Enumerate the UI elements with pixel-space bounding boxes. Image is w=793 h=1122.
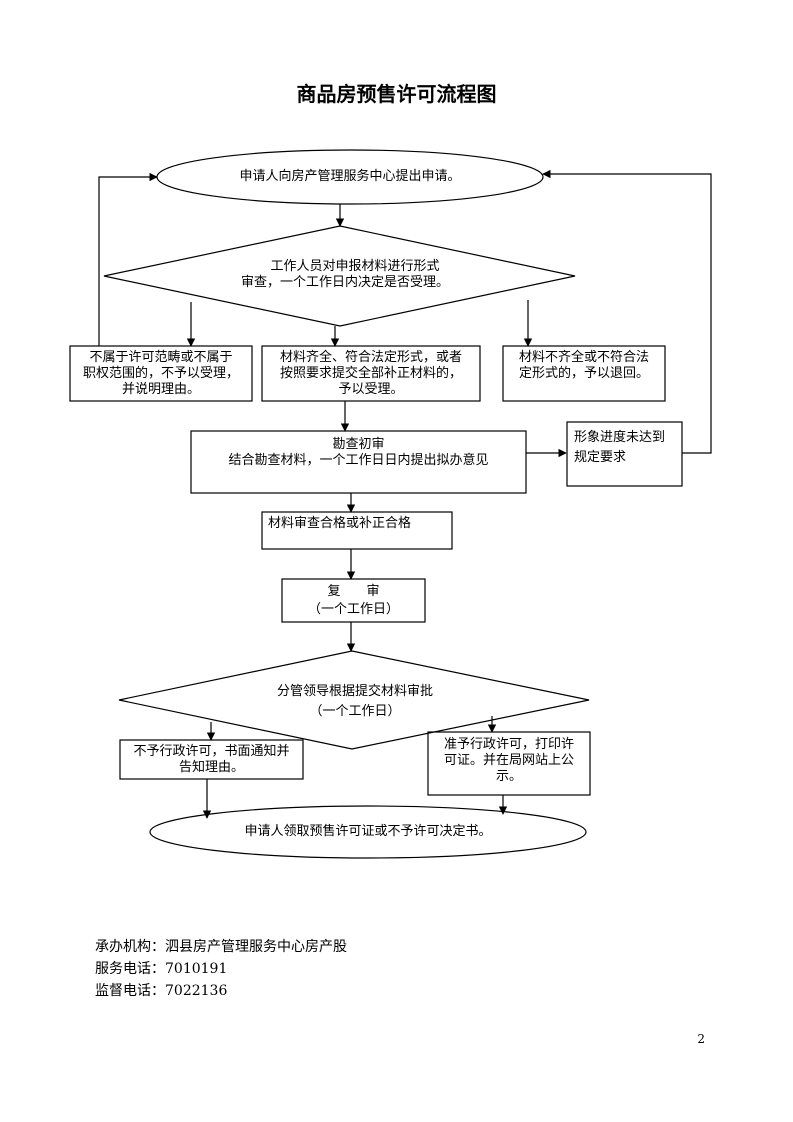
arrow-out-scope-return — [98, 172, 158, 346]
approve-line-1: 分管领导根据提交材料审批 — [276, 684, 433, 699]
grant-line-1: 准予行政许可，打印许 — [443, 737, 574, 752]
accept-line-3: 予以受理。 — [338, 382, 404, 397]
deny-line-1: 不予行政许可，书面通知并 — [133, 744, 290, 759]
grant-box — [427, 731, 591, 796]
service-phone-line: 服务电话：7010191 — [95, 961, 228, 977]
final-ellipse — [149, 805, 587, 859]
grant-line-3: 示。 — [495, 769, 522, 784]
review-line-1: 工作人员对申报材料进行形式 — [270, 259, 440, 274]
apply-text: 申请人向房产管理服务中心提出申请。 — [239, 169, 461, 184]
qualified-text: 材料审查合格或补正合格 — [268, 516, 412, 531]
out-scope-text: 不属于许可范畴或不属于 职权范围的，不予以受理， 并说明理由。 — [71, 350, 251, 398]
inspect-box — [190, 430, 527, 494]
recheck-line-1: 复 审 — [327, 584, 380, 599]
out-scope-line-1: 不属于许可范畴或不属于 — [89, 350, 233, 365]
reject-line-2: 定形式的，予以退回。 — [518, 366, 649, 381]
approve-text: 分管领导根据提交材料审批 （一个工作日） — [240, 682, 470, 722]
contact-info: 承办机构：泗县房产管理服务中心房产股 服务电话：7010191 监督电话：702… — [95, 936, 347, 1002]
review-diamond — [103, 225, 576, 327]
out-scope-line-3: 并说明理由。 — [121, 382, 200, 397]
accept-box — [261, 345, 481, 402]
accept-line-2: 按照要求提交全部补正材料的， — [279, 366, 462, 381]
page-title: 商品房预售许可流程图 — [296, 82, 497, 106]
accept-line-1: 材料齐全、符合法定形式，或者 — [279, 350, 462, 365]
inspect-line-2: 结合勘查材料，一个工作日日内提出拟办意见 — [228, 453, 489, 468]
deny-line-2: 告知理由。 — [178, 760, 244, 775]
review-text: 工作人员对申报材料进行形式 审查，一个工作日内决定是否受理。 — [200, 259, 490, 291]
progress-line-1: 形象进度未达到 — [574, 430, 666, 445]
page-number: 2 — [697, 1032, 705, 1046]
reject-text: 材料不齐全或不符合法 定形式的，予以退回。 — [504, 350, 664, 382]
progress-line-2: 规定要求 — [574, 450, 627, 465]
approve-line-2: （一个工作日） — [309, 704, 401, 719]
out-scope-line-2: 职权范围的，不予以受理， — [82, 366, 239, 381]
recheck-text: 复 审 （一个工作日） — [283, 583, 424, 619]
arrow-progress-return — [542, 169, 712, 454]
review-line-2: 审查，一个工作日内决定是否受理。 — [240, 275, 449, 290]
approve-diamond — [118, 650, 590, 750]
inspect-text: 勘查初审 结合勘查材料，一个工作日日内提出拟办意见 — [192, 437, 525, 469]
agency-line: 承办机构：泗县房产管理服务中心房产股 — [95, 939, 347, 955]
qualified-box — [261, 511, 453, 550]
supervise-phone-line: 监督电话：7022136 — [95, 983, 228, 999]
inspect-line-1: 勘查初审 — [332, 437, 385, 452]
final-text: 申请人领取预售许可证或不予许可决定书。 — [244, 824, 492, 839]
progress-text: 形象进度未达到 规定要求 — [574, 428, 678, 468]
accept-text: 材料齐全、符合法定形式，或者 按照要求提交全部补正材料的， 予以受理。 — [263, 350, 479, 398]
deny-text: 不予行政许可，书面通知并 告知理由。 — [121, 744, 302, 776]
recheck-line-2: （一个工作日） — [307, 602, 399, 617]
reject-box — [502, 345, 666, 402]
progress-box — [566, 421, 683, 487]
grant-line-2: 可证。并在局网站上公 — [443, 753, 574, 768]
reject-line-1: 材料不齐全或不符合法 — [518, 350, 649, 365]
grant-text: 准予行政许可，打印许 可证。并在局网站上公 示。 — [429, 737, 589, 785]
out-scope-box — [69, 345, 253, 402]
